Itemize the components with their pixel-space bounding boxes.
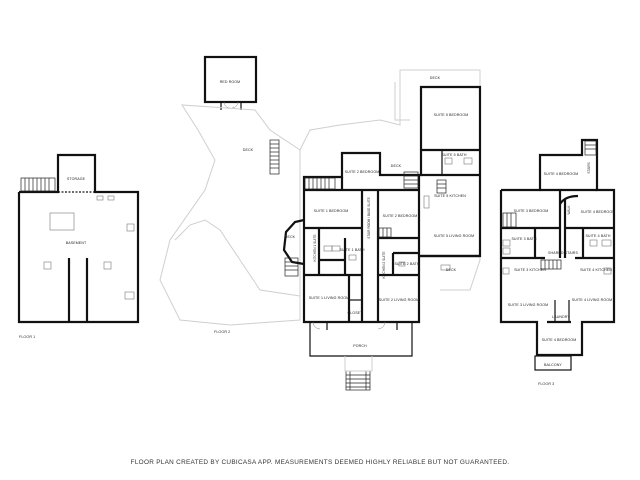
floor-3-plan: SUITE 4 BEDROOM STAIRS SUITE 3 BEDROOM S… [499, 138, 616, 386]
room-label-suite4-living: SUITE 4 LIVING ROOM [572, 298, 612, 302]
room-label-suite2-bath: SUITE 2 BATH [394, 262, 419, 266]
room-label-suite1-kitchen: KITCHEN 1 SUITE [313, 235, 317, 262]
room-label-closet: CLOSET [348, 311, 364, 315]
room-label-balcony: BALCONY [544, 363, 562, 367]
room-label-suite3-bath: SUITE 3 BATH [511, 237, 536, 241]
room-label-porch: PORCH [353, 344, 367, 348]
red-room-walls [203, 55, 258, 104]
floor-1-label: FLOOR 1 [19, 335, 35, 339]
room-label-shared-stairs: SHARED STAIRS [548, 251, 578, 255]
room-label-suite2-bedroom-top: SUITE 2 BEDROOM [345, 170, 380, 174]
room-label-stair-room: STAIR ROOM / BASE SUITE [367, 197, 371, 238]
floor-2-plan: RED ROOM DECK [159, 55, 482, 391]
room-label-suite5-bath: SUITE 5 BATH [441, 153, 466, 157]
room-label-suite4-kitchen: SUITE 4 KITCHEN [580, 268, 612, 272]
room-label-suite4-bedroom-low: SUITE 4 BEDROOM [542, 338, 577, 342]
room-label-suite1-bedroom: SUITE 1 BEDROOM [314, 209, 349, 213]
room-label-deck-upper: DECK [391, 164, 402, 168]
floor-2-label: FLOOR 2 [214, 330, 230, 334]
site-outline [159, 104, 301, 326]
room-label-suite5-living: SUITE 5 LIVING ROOM [434, 234, 474, 238]
room-label-storage: STORAGE [67, 177, 86, 181]
room-label-suite1-living: SUITE 1 LIVING ROOM [309, 296, 349, 300]
room-label-suite1-bath: SUITE 1 BATH [339, 248, 364, 252]
room-label-laundry: LAUNDRY [552, 315, 570, 319]
room-label-suite4-bedroom-top: SUITE 4 BEDROOM [544, 172, 579, 176]
side-stairs [284, 257, 299, 277]
room-label-suite2-living: SUITE 2 LIVING ROOM [379, 298, 419, 302]
floor-1-stairs [20, 177, 56, 192]
room-label-suite2-bedroom: SUITE 2 BEDROOM [383, 214, 418, 218]
room-label-walk: WALK [567, 205, 571, 215]
room-label-suite3-living: SUITE 3 LIVING ROOM [508, 303, 548, 307]
floor-1-plan: STORAGE BASEMENT FLOOR 1 [17, 153, 140, 339]
room-label-basement: BASEMENT [66, 241, 87, 245]
room-label-deck-left: DECK [243, 148, 254, 152]
room-label-deck-top: DECK [430, 76, 441, 80]
room-label-red-room: RED ROOM [220, 80, 241, 84]
room-label-suite3-bedroom: SUITE 3 BEDROOM [514, 209, 549, 213]
room-label-suite4-bedroom: SUITE 4 BEDROOM [581, 210, 616, 214]
room-label-suite5-bedroom: SUITE 5 BEDROOM [434, 113, 469, 117]
floor-3-label: FLOOR 3 [538, 382, 554, 386]
room-label-suite4-bath: SUITE 4 BATH [585, 234, 610, 238]
room-label-stairs: STAIRS [587, 162, 591, 173]
disclaimer-text: FLOOR PLAN CREATED BY CUBICASA APP. MEAS… [130, 459, 510, 466]
deck-stairs [269, 139, 280, 175]
room-label-suite3-kitchen: SUITE 3 KITCHEN [514, 268, 546, 272]
porch-stairs [345, 370, 371, 391]
room-label-deck-mid: DECK [285, 235, 296, 239]
room-label-suite2-kitchen: KITCHEN 2 SUITE [382, 252, 386, 279]
floor-3-stairs [502, 140, 597, 270]
room-label-suite5-kitchen: SUITE 5 KITCHEN [434, 194, 466, 198]
room-label-deck-lower: DECK [446, 268, 457, 272]
main-stairs [304, 171, 447, 238]
